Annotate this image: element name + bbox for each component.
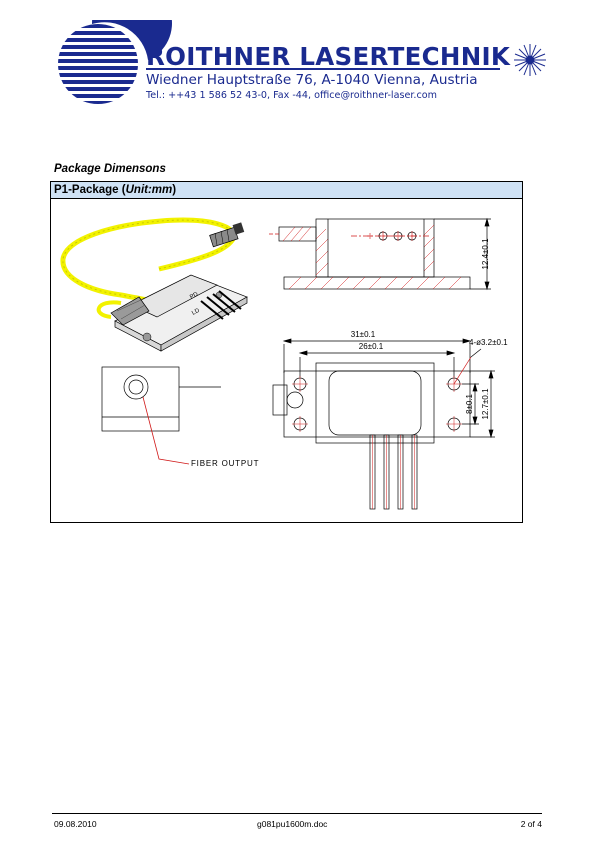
top-view — [272, 338, 495, 510]
dim-width-outer: 31±0.1 — [351, 330, 376, 339]
device-isometric: PD LD — [60, 217, 248, 352]
company-header: ROITHNER LASERTECHNIK Wiedner Hauptstraß… — [52, 20, 552, 110]
pin-label-ld: LD — [191, 308, 201, 317]
dim-height-outer: 12.7±0.1 — [481, 388, 490, 420]
company-contact: Tel.: ++43 1 586 52 43-0, Fax -44, offic… — [146, 90, 437, 101]
section-title: Package Dimensons — [54, 163, 166, 175]
side-view — [269, 217, 491, 291]
unit-value: mm — [151, 184, 173, 196]
company-address: Wiedner Hauptstraße 76, A-1040 Vienna, A… — [146, 72, 478, 88]
front-view — [101, 366, 221, 465]
dim-holes: 4-ø3.2±0.1 — [469, 338, 508, 347]
pin-label-pd: PD — [189, 291, 200, 301]
page-footer: 09.08.2010 g081pu1600m.doc 2 of 4 — [52, 813, 542, 829]
starburst-icon — [514, 44, 546, 76]
package-drawing: PD LD — [60, 217, 508, 510]
fiber-output-label: FIBER OUTPUT — [191, 459, 259, 468]
footer-date: 09.08.2010 — [54, 819, 97, 829]
company-name: ROITHNER LASERTECHNIK — [146, 42, 511, 71]
package-name: P1-Package — [54, 184, 119, 196]
device-pins — [200, 290, 242, 320]
company-logo — [58, 20, 546, 104]
dim-pitch: 8±0.1 — [465, 393, 474, 414]
dim-height: 12.4±0.1 — [481, 238, 490, 270]
package-table: P1-Package (Unit:mm) — [50, 181, 523, 523]
dim-width-inner: 26±0.1 — [359, 342, 384, 351]
fiber-connector — [209, 222, 245, 248]
package-header: P1-Package (Unit:mm) — [51, 182, 522, 199]
footer-page: 2 of 4 — [520, 819, 542, 829]
footer-filename: g081pu1600m.doc — [257, 819, 328, 829]
unit-prefix: Unit: — [125, 184, 152, 196]
